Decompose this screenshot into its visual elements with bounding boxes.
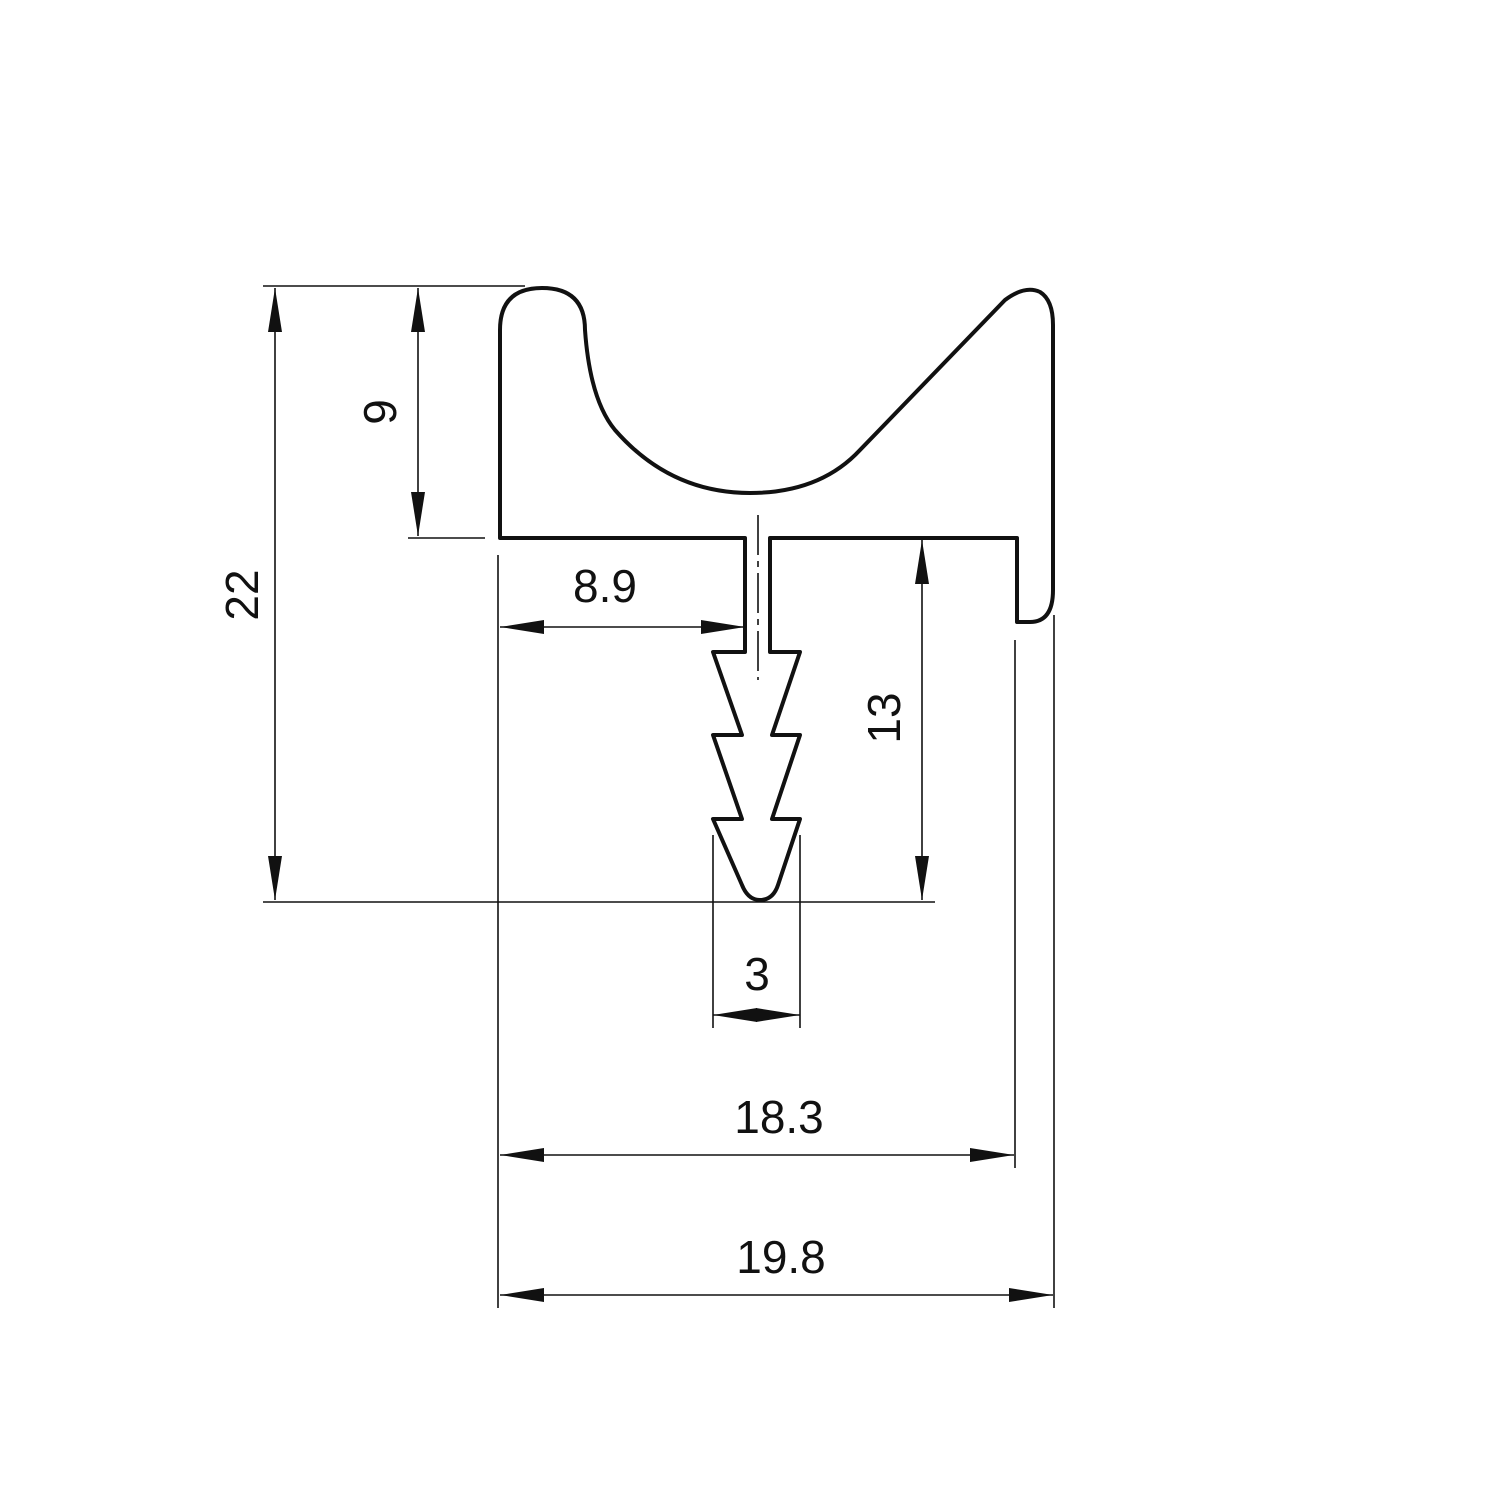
dim-label-22: 22 (216, 569, 268, 620)
dim-label-3: 3 (744, 948, 770, 1000)
profile-outline (498, 286, 1055, 902)
dim-label-18-3: 18.3 (734, 1091, 824, 1143)
dim-label-19-8: 19.8 (736, 1231, 826, 1283)
dim-label-8-9: 8.9 (573, 560, 637, 612)
dim-label-9: 9 (354, 399, 406, 425)
extension-lines (263, 285, 1055, 1308)
dim-label-13: 13 (858, 692, 910, 743)
